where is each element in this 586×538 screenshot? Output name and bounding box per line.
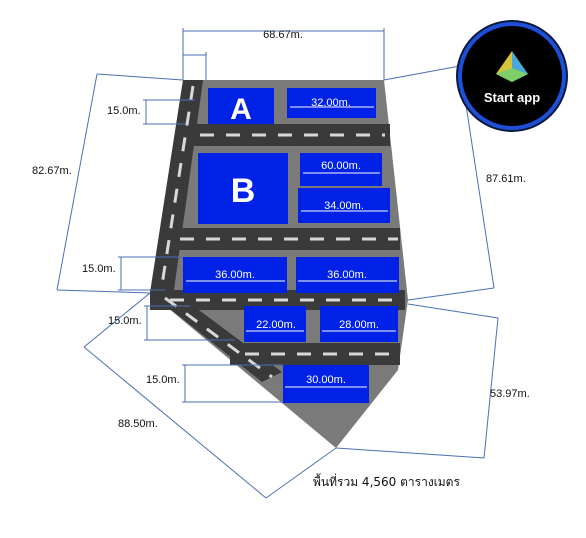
start-app-label: Start app (483, 89, 541, 105)
plot-b-letter: B (231, 172, 256, 210)
plot-row3-left-width: 36.00m. (215, 269, 255, 281)
plot-row4-left-width: 22.00m. (256, 319, 296, 331)
plot-row3-right (296, 257, 399, 293)
dim-left: 82.67m. (32, 165, 72, 177)
start-app-button[interactable]: Start app (458, 22, 566, 130)
pyramid-icon (496, 50, 528, 82)
road-4 (230, 343, 400, 365)
dim-top: 68.67m. (263, 29, 303, 41)
dim-road-3: 15.0m. (108, 315, 142, 327)
plot-row5-width: 30.00m. (306, 374, 346, 386)
total-area: พื้นที่รวม 4,560 ตารางเมตร (313, 473, 460, 489)
plot-b-width-1: 60.00m. (321, 160, 361, 172)
plot-row4-right-width: 28.00m. (339, 319, 379, 331)
roads (150, 80, 405, 382)
dim-lower-left: 88.50m. (118, 418, 158, 430)
plot-a-width: 32.00m. (311, 97, 351, 109)
road-2 (165, 228, 400, 250)
dim-road-4: 15.0m. (146, 374, 180, 386)
plots (183, 88, 399, 403)
dim-right: 87.61m. (486, 173, 526, 185)
inner-arrows (186, 106, 397, 388)
road-dashes (160, 85, 403, 379)
plot-a (208, 88, 274, 124)
plot-row4-right (320, 306, 398, 342)
dim-lower-right: 53.97m. (490, 388, 530, 400)
plot-a-letter: A (230, 93, 252, 126)
plot-b-width-2: 34.00m. (324, 200, 364, 212)
plot-a-right (287, 88, 376, 118)
plot-b-right-1 (300, 153, 382, 186)
plot-row3-left (183, 257, 287, 293)
dim-road-1: 15.0m. (107, 105, 141, 117)
plot-row3-right-width: 36.00m. (327, 269, 367, 281)
plot-b-right-2 (298, 188, 390, 223)
dim-road-2: 15.0m. (82, 263, 116, 275)
dimension-lines (56, 28, 499, 499)
plot-row5 (283, 365, 369, 403)
plot-row4-left (244, 306, 306, 342)
plot-b (198, 153, 288, 224)
